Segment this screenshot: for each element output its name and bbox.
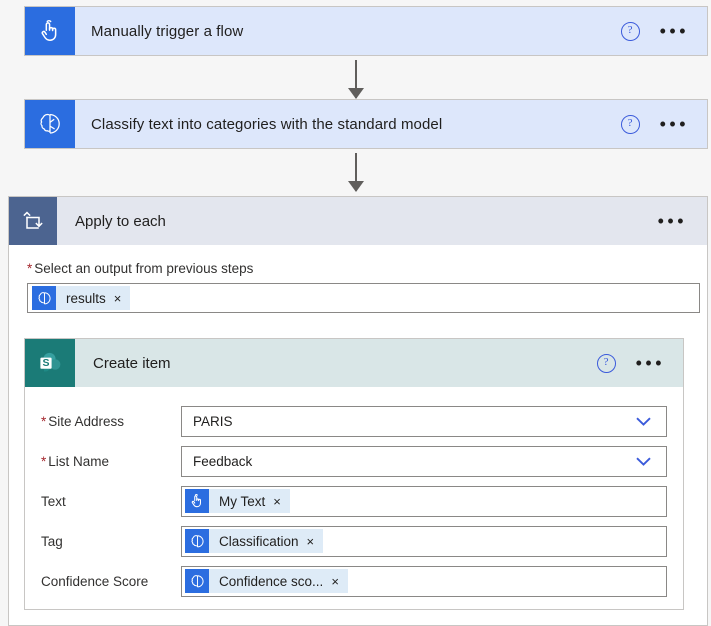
help-icon[interactable]: ? (620, 21, 640, 41)
more-options-icon[interactable]: ••• (635, 353, 665, 373)
help-icon[interactable]: ? (596, 353, 616, 373)
connector-classify-to-scope (355, 153, 357, 191)
flow-card-trigger-actions: ? ••• (620, 7, 707, 55)
ai-builder-icon (25, 100, 75, 148)
token-remove-icon[interactable]: × (331, 573, 339, 589)
field-control-confidence-score: Confidence sco... × (181, 565, 667, 597)
scope-header[interactable]: Apply to each ••• (9, 197, 707, 245)
tag-input[interactable]: Classification × (181, 525, 667, 557)
token-remove-icon[interactable]: × (306, 533, 315, 549)
flow-card-trigger-title: Manually trigger a flow (91, 22, 244, 40)
field-label-text-field: Text (41, 493, 66, 509)
scope-actions: ••• (658, 197, 707, 245)
chevron-down-icon[interactable] (635, 456, 666, 467)
field-label-text: List Name (48, 453, 110, 469)
list-name-dropdown[interactable]: Feedback (181, 445, 667, 477)
scope-output-label-text: Select an output from previous steps (34, 261, 254, 276)
more-options-icon[interactable]: ••• (657, 211, 687, 231)
manual-trigger-tap-icon (185, 489, 209, 513)
field-label-confidence-score: Confidence Score (41, 573, 149, 589)
create-item-title: Create item (93, 354, 171, 372)
chevron-down-icon[interactable] (635, 416, 666, 427)
field-label-list-name: *List Name (41, 454, 181, 469)
more-options-icon[interactable]: ••• (659, 21, 689, 41)
token-remove-icon[interactable]: × (273, 493, 281, 509)
token-my-text[interactable]: My Text × (185, 489, 290, 513)
scope-output-label: *Select an output from previous steps (27, 261, 689, 276)
token-label: My Text (219, 493, 266, 509)
form-row-confidence-score: Confidence Score Confidence sco... × (25, 561, 683, 601)
create-item-actions: ? ••• (596, 339, 683, 387)
field-label-text: Site Address (48, 413, 125, 429)
loop-apply-to-each-icon (9, 197, 57, 245)
flow-card-classify-title: Classify text into categories with the s… (91, 115, 443, 133)
required-marker: * (41, 413, 47, 429)
field-label-tag: Tag (41, 533, 63, 549)
token-classification[interactable]: Classification × (185, 529, 324, 553)
create-item-header[interactable]: S Create item ? ••• (25, 339, 683, 387)
token-results[interactable]: results × (32, 286, 131, 310)
token-label: Confidence sco... (219, 573, 324, 589)
field-control-site-address: PARIS (181, 405, 667, 437)
field-control-list-name: Feedback (181, 445, 667, 477)
sharepoint-icon: S (25, 339, 75, 387)
flow-card-trigger[interactable]: Manually trigger a flow ? ••• (24, 6, 708, 56)
ai-builder-icon (185, 569, 209, 593)
ai-builder-icon (185, 529, 209, 553)
form-row-list-name: *List Name Feedback (25, 441, 683, 481)
ai-builder-icon (32, 286, 56, 310)
flow-card-classify-actions: ? ••• (620, 100, 707, 148)
token-confidence-score[interactable]: Confidence sco... × (185, 569, 348, 593)
text-input[interactable]: My Text × (181, 485, 667, 517)
flow-card-create-item[interactable]: S Create item ? ••• *Site Address PARIS (24, 338, 684, 610)
field-control-text: My Text × (181, 485, 667, 517)
field-label-site-address: *Site Address (41, 414, 181, 429)
scope-output-input[interactable]: results × (27, 283, 700, 313)
field-control-tag: Classification × (181, 525, 667, 557)
connector-trigger-to-classify (355, 60, 357, 98)
more-options-icon[interactable]: ••• (659, 114, 689, 134)
manual-trigger-tap-icon (25, 7, 75, 55)
scope-title: Apply to each (75, 212, 166, 230)
token-label: results (66, 290, 106, 306)
confidence-score-input[interactable]: Confidence sco... × (181, 565, 667, 597)
create-item-body: *Site Address PARIS *List Name (25, 387, 683, 609)
required-marker: * (27, 261, 33, 276)
svg-text:S: S (42, 357, 49, 369)
form-row-site-address: *Site Address PARIS (25, 401, 683, 441)
required-marker: * (41, 453, 47, 469)
token-remove-icon[interactable]: × (113, 290, 122, 306)
form-row-text: Text My Text × (25, 481, 683, 521)
site-address-value: PARIS (193, 413, 233, 429)
help-icon[interactable]: ? (620, 114, 640, 134)
list-name-value: Feedback (193, 453, 253, 469)
flow-card-classify[interactable]: Classify text into categories with the s… (24, 99, 708, 149)
scope-body: *Select an output from previous steps re… (9, 245, 707, 313)
site-address-dropdown[interactable]: PARIS (181, 405, 667, 437)
form-row-tag: Tag Classification × (25, 521, 683, 561)
token-label: Classification (219, 533, 299, 549)
